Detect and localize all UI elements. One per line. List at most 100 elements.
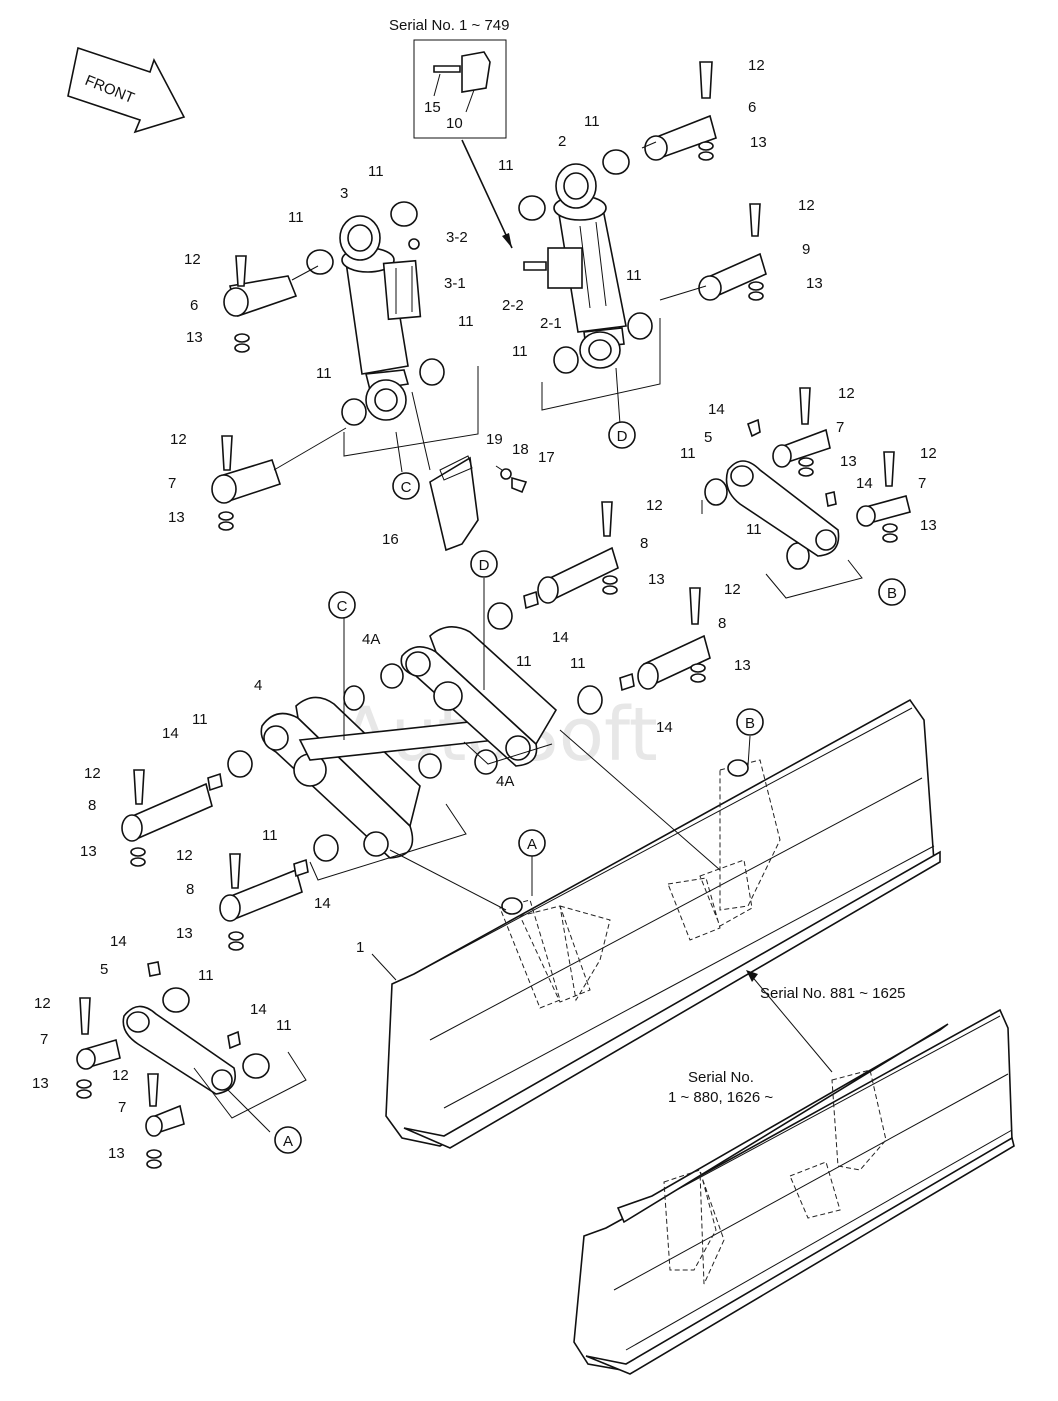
part-label-12: 12: [176, 847, 193, 864]
serial-note-right: Serial No. 881 ~ 1625: [760, 985, 906, 1002]
part-label-13: 13: [734, 657, 751, 674]
part-label-13: 13: [648, 571, 665, 588]
part-number-labels: 15 10 12 6 13 11 2 11 11 3 12 11 3-2 9 1…: [32, 57, 937, 1162]
bucket-main: [385, 698, 941, 1149]
part-label-11: 11: [276, 1017, 292, 1034]
ref-c-label: C: [401, 479, 412, 496]
cylinder-left: [339, 215, 422, 421]
part-label-13: 13: [32, 1075, 49, 1092]
part-label-14: 14: [708, 401, 725, 418]
ref-d-label: D: [617, 428, 628, 445]
part-label-11: 11: [516, 653, 532, 670]
part-label-8: 8: [88, 797, 96, 814]
pins: [76, 114, 911, 1137]
ref-callout-a-top: A: [518, 829, 546, 857]
part-label-14: 14: [314, 895, 331, 912]
ref-a-label: A: [527, 836, 537, 853]
leader-lines: [193, 141, 891, 1133]
part-label-8: 8: [186, 881, 194, 898]
part-label-14: 14: [162, 725, 179, 742]
part-label-2: 2: [558, 133, 566, 150]
front-arrow: FRONT: [67, 46, 186, 134]
part-label-11: 11: [512, 343, 528, 360]
part-label-11: 11: [746, 521, 762, 538]
part-label-4: 4: [254, 677, 262, 694]
part-label-11: 11: [316, 365, 332, 382]
part-label-11: 11: [680, 445, 696, 462]
part-label-12: 12: [34, 995, 51, 1012]
part-label-11: 11: [458, 313, 474, 330]
part-label-14: 14: [856, 475, 873, 492]
part-label-11: 11: [198, 967, 214, 984]
part-label-12: 12: [748, 57, 765, 74]
ref-a-label: A: [283, 1133, 293, 1150]
part-label-18: 18: [512, 441, 529, 458]
part-label-11: 11: [498, 157, 514, 174]
part-label-1: 1: [356, 939, 364, 956]
part-label-7: 7: [918, 475, 926, 492]
part-label-16: 16: [382, 531, 399, 548]
bucket-alternate: [573, 1008, 1015, 1375]
ref-callout-c-bottom: C: [328, 591, 356, 619]
part-label-12: 12: [838, 385, 855, 402]
part-label-7: 7: [118, 1099, 126, 1116]
ref-callout-d-top: D: [608, 421, 636, 449]
front-label: FRONT: [83, 72, 137, 107]
part-label-11: 11: [368, 163, 384, 180]
part-label-11: 11: [626, 267, 642, 284]
part-label-7: 7: [836, 419, 844, 436]
part-label-11: 11: [584, 113, 600, 130]
part-label-11: 11: [570, 655, 586, 672]
part-label-5: 5: [704, 429, 712, 446]
part-label-13: 13: [750, 134, 767, 151]
part-label-12: 12: [84, 765, 101, 782]
part-label-3-1: 3-1: [444, 275, 466, 292]
ref-b-label: B: [745, 715, 755, 732]
ref-callout-b-top: B: [736, 708, 764, 736]
part-label-12: 12: [184, 251, 201, 268]
washers: [76, 141, 898, 1169]
part-label-9: 9: [802, 241, 810, 258]
part-label-6: 6: [190, 297, 198, 314]
ref-d-label: D: [479, 557, 490, 574]
serial-note-top: Serial No. 1 ~ 749: [389, 17, 510, 34]
ref-callout-b-bottom: B: [878, 578, 906, 606]
part-label-12: 12: [646, 497, 663, 514]
part-label-4A: 4A: [362, 631, 380, 648]
part-label-13: 13: [806, 275, 823, 292]
ref-c-label: C: [337, 598, 348, 615]
part-label-6: 6: [748, 99, 756, 116]
part-label-12: 12: [920, 445, 937, 462]
grease-fittings: [147, 418, 837, 1050]
links: [122, 460, 840, 1095]
part-label-3-2: 3-2: [446, 229, 468, 246]
serial-note-bottom-line1: Serial No.: [688, 1069, 754, 1086]
part-label-13: 13: [186, 329, 203, 346]
serial-inset-box: Serial No. 1 ~ 749: [389, 17, 513, 249]
part-label-5: 5: [100, 961, 108, 978]
part-label-8: 8: [640, 535, 648, 552]
part-label-7: 7: [40, 1031, 48, 1048]
part-label-7: 7: [168, 475, 176, 492]
part-label-13: 13: [168, 509, 185, 526]
part-label-13: 13: [80, 843, 97, 860]
cylinder-right: [523, 163, 627, 369]
part-label-12: 12: [112, 1067, 129, 1084]
part-label-12: 12: [798, 197, 815, 214]
part-label-15: 15: [424, 99, 441, 116]
ref-callout-d-bottom: D: [470, 550, 498, 578]
part-label-14: 14: [552, 629, 569, 646]
part-label-17: 17: [538, 449, 555, 466]
part-label-14: 14: [110, 933, 127, 950]
part-label-19: 19: [486, 431, 503, 448]
part-label-14: 14: [250, 1001, 267, 1018]
part-label-11: 11: [288, 209, 304, 226]
part-label-13: 13: [108, 1145, 125, 1162]
guard-plate: [429, 455, 528, 552]
part-label-2-2: 2-2: [502, 297, 524, 314]
ref-callout-a-bottom: A: [274, 1126, 302, 1154]
part-label-2-1: 2-1: [540, 315, 562, 332]
serial-note-bottom-line2: 1 ~ 880, 1626 ~: [668, 1089, 773, 1106]
part-label-11: 11: [192, 711, 208, 728]
